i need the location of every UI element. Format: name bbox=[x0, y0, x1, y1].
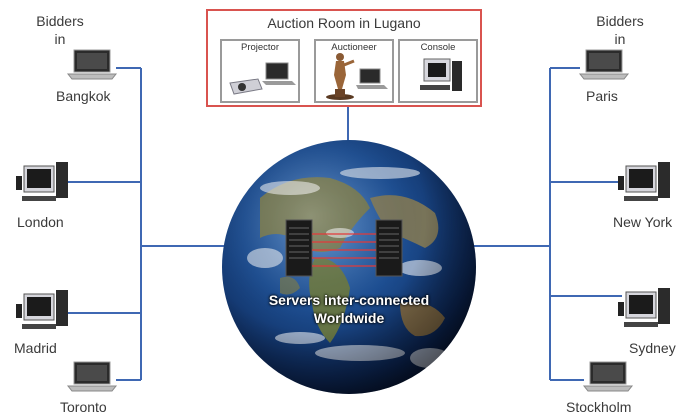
console-panel: Console bbox=[398, 39, 478, 103]
auctioneer-label: Auctioneer bbox=[331, 42, 377, 53]
paris-laptop-icon bbox=[578, 49, 630, 80]
auctioneer-icon bbox=[326, 53, 388, 100]
auction-room-title: Auction Room in Lugano bbox=[267, 15, 421, 31]
city-stockholm: Stockholm bbox=[566, 399, 632, 415]
projector-panel: Projector bbox=[220, 39, 300, 103]
left-header-line2: in bbox=[54, 31, 66, 47]
server-right-icon bbox=[375, 219, 403, 277]
left-bidders-header: Bidders in bbox=[34, 12, 86, 48]
auction-room-box: Auction Room in Lugano Projector Auction… bbox=[206, 9, 482, 107]
city-bangkok: Bangkok bbox=[56, 88, 111, 104]
newyork-desktop-icon bbox=[618, 162, 670, 201]
right-header-line2: in bbox=[614, 31, 626, 47]
globe-caption: Servers inter-connected Worldwide bbox=[224, 291, 474, 327]
right-header-line1: Bidders bbox=[596, 13, 644, 29]
console-label: Console bbox=[420, 42, 456, 53]
city-madrid: Madrid bbox=[14, 340, 57, 356]
globe-earth bbox=[222, 140, 476, 394]
right-bidders-header: Bidders in bbox=[590, 12, 650, 48]
toronto-laptop-icon bbox=[66, 361, 118, 392]
projector-icon bbox=[229, 62, 296, 95]
city-paris: Paris bbox=[586, 88, 618, 104]
console-icon bbox=[420, 58, 462, 91]
auctioneer-panel: Auctioneer bbox=[314, 39, 394, 103]
city-new-york: New York bbox=[613, 214, 673, 230]
bangkok-laptop-icon bbox=[66, 49, 118, 80]
globe-caption-line1: Servers inter-connected bbox=[268, 292, 430, 308]
london-desktop-icon bbox=[16, 162, 68, 201]
left-header-line1: Bidders bbox=[36, 13, 84, 29]
server-left-icon bbox=[285, 219, 313, 277]
city-sydney: Sydney bbox=[629, 340, 676, 356]
sydney-desktop-icon bbox=[618, 288, 670, 327]
city-toronto: Toronto bbox=[60, 399, 107, 415]
projector-label: Projector bbox=[240, 42, 279, 53]
madrid-desktop-icon bbox=[16, 290, 68, 329]
stockholm-laptop-icon bbox=[582, 361, 634, 392]
server-interconnect-lines bbox=[312, 233, 376, 267]
globe-caption-line2: Worldwide bbox=[313, 310, 385, 326]
city-london: London bbox=[17, 214, 64, 230]
